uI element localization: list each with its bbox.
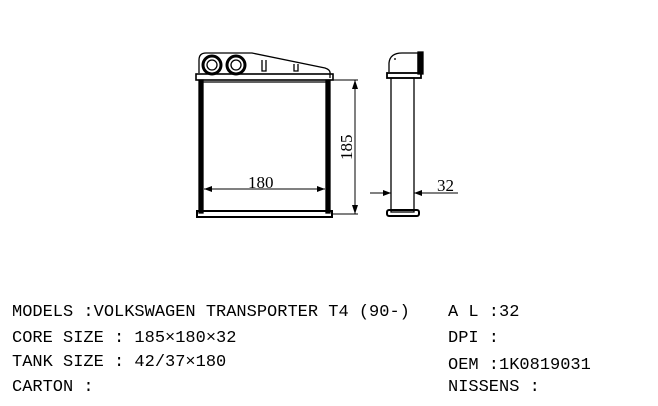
spec-models: MODELS :VOLKSWAGEN TRANSPORTER T4 (90-) <box>12 303 410 322</box>
side-tank <box>388 52 419 72</box>
core-side-right <box>325 79 331 214</box>
core-side-left <box>198 79 204 214</box>
front-view <box>195 52 358 218</box>
side-pipe-flange <box>417 51 424 75</box>
bottom-header-plate <box>196 210 333 218</box>
spec-dpi: DPI : <box>448 329 500 348</box>
spec-tank-size: TANK SIZE : 42/37×180 <box>12 353 227 372</box>
spec-nissens: NISSENS : <box>448 378 540 397</box>
top-header-plate <box>195 73 334 81</box>
spec-carton: CARTON : <box>12 378 94 397</box>
side-core <box>390 77 415 213</box>
thickness-dimension-label: 32 <box>437 176 454 195</box>
spec-oem: OEM :1K0819031 <box>448 356 591 375</box>
side-view <box>370 51 458 217</box>
pipe-outlet-icon <box>225 54 247 76</box>
pipe-inlet-icon <box>201 54 223 76</box>
top-tank <box>198 52 331 78</box>
width-dimension-label: 180 <box>248 173 274 192</box>
height-dimension-label: 185 <box>337 135 356 161</box>
spec-core-size: CORE SIZE : 185×180×32 <box>12 329 237 348</box>
spec-al: A L :32 <box>448 303 520 322</box>
